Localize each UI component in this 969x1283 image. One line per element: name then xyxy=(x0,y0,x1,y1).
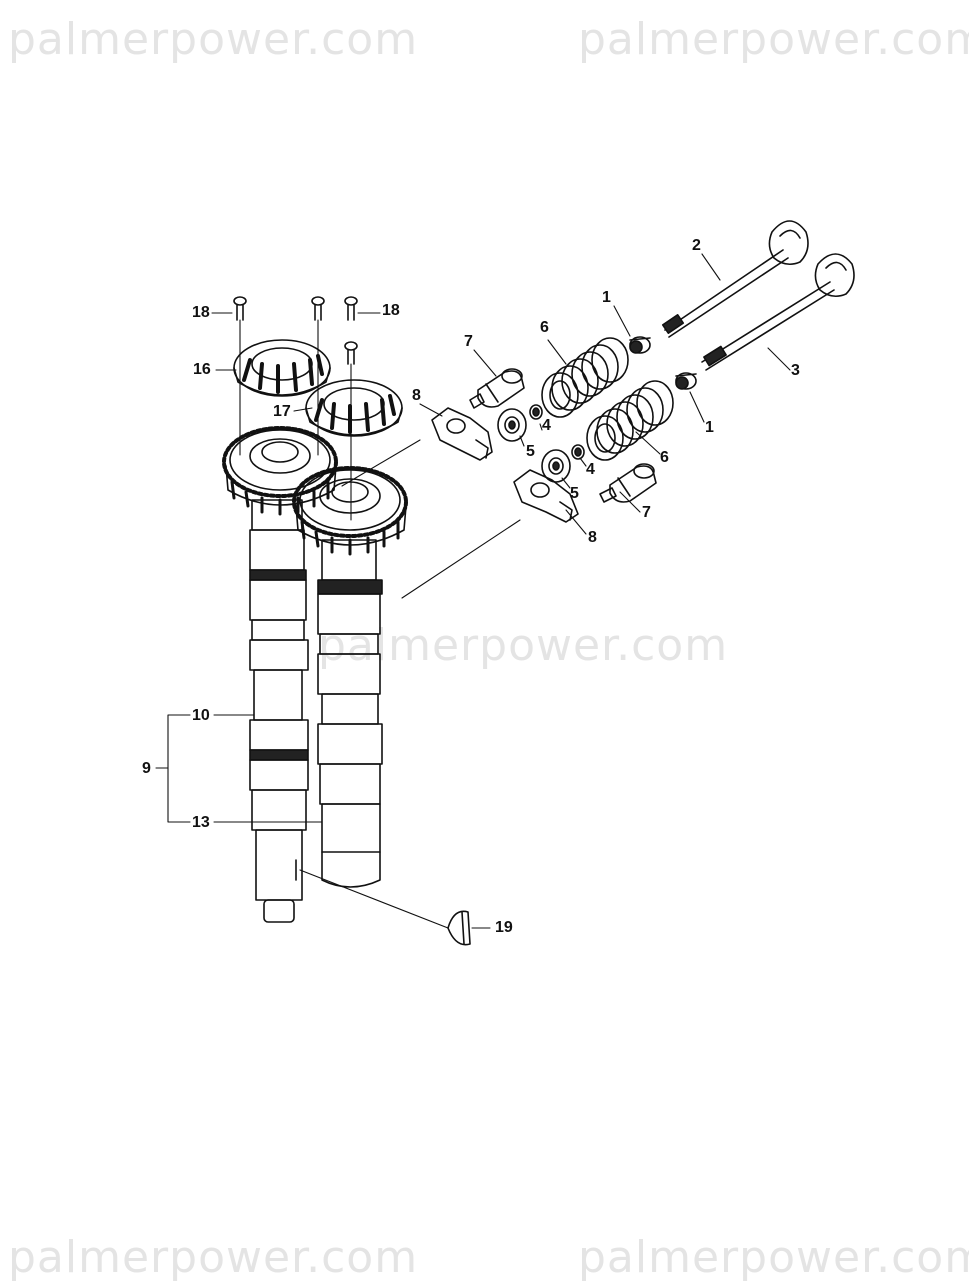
retainer-upper xyxy=(497,408,527,442)
callout-4-lower: 4 xyxy=(586,461,595,478)
callout-6-lower: 6 xyxy=(660,449,669,466)
callout-10: 10 xyxy=(192,707,210,724)
rocker-arm-upper xyxy=(431,407,493,461)
camshaft-right xyxy=(317,539,383,888)
callout-13: 13 xyxy=(192,814,210,831)
bolt-left xyxy=(233,296,247,321)
valve-spring-upper xyxy=(541,337,629,418)
rocker-arm-lower xyxy=(513,469,579,523)
woodruff-key xyxy=(447,910,471,946)
watermark-top-left: palmerpower.com xyxy=(8,14,419,65)
callout-9: 9 xyxy=(142,760,151,777)
cotter-upper xyxy=(529,404,543,420)
bolt-lower xyxy=(344,341,358,365)
valve-2 xyxy=(661,220,809,338)
pulser-plate-16 xyxy=(233,339,331,397)
callout-4-upper: 4 xyxy=(542,417,551,434)
callout-16: 16 xyxy=(193,361,211,378)
callout-7-lower: 7 xyxy=(642,504,651,521)
valve-seal-lower xyxy=(675,372,697,390)
leader-lines xyxy=(155,253,791,929)
cam-gear-left xyxy=(222,426,338,516)
callout-5-upper: 5 xyxy=(526,443,535,460)
callout-19: 19 xyxy=(495,919,513,936)
cam-gear-right xyxy=(292,466,408,556)
callout-1-upper: 1 xyxy=(602,289,611,306)
callout-8-lower: 8 xyxy=(588,529,597,546)
callout-3: 3 xyxy=(791,362,800,379)
bolt-right xyxy=(344,296,358,321)
callout-2: 2 xyxy=(692,237,701,254)
callout-6-upper: 6 xyxy=(540,319,549,336)
bolt-mid xyxy=(311,296,325,321)
valve-spring-lower xyxy=(586,380,674,461)
callout-8-upper: 8 xyxy=(412,387,421,404)
lash-adjuster-upper xyxy=(469,368,525,409)
watermark-bottom-left: palmerpower.com xyxy=(8,1232,419,1283)
callout-5-lower: 5 xyxy=(570,485,579,502)
callout-7-upper: 7 xyxy=(464,333,473,350)
watermark-center: palmerpower.com xyxy=(318,620,729,671)
valve-3 xyxy=(701,253,855,371)
watermark-bottom-right: palmerpower.com xyxy=(578,1232,969,1283)
lash-adjuster-lower xyxy=(599,463,657,503)
camshaft-left xyxy=(249,499,309,923)
pulser-plate-17 xyxy=(305,379,403,437)
retainer-lower xyxy=(541,449,571,483)
callout-18-right: 18 xyxy=(382,302,400,319)
callout-17: 17 xyxy=(273,403,291,420)
watermark-top-right: palmerpower.com xyxy=(578,14,969,65)
callout-1-lower: 1 xyxy=(705,419,714,436)
cotter-lower xyxy=(571,444,585,460)
callout-18-left: 18 xyxy=(192,304,210,321)
valve-seal-upper xyxy=(629,336,651,354)
